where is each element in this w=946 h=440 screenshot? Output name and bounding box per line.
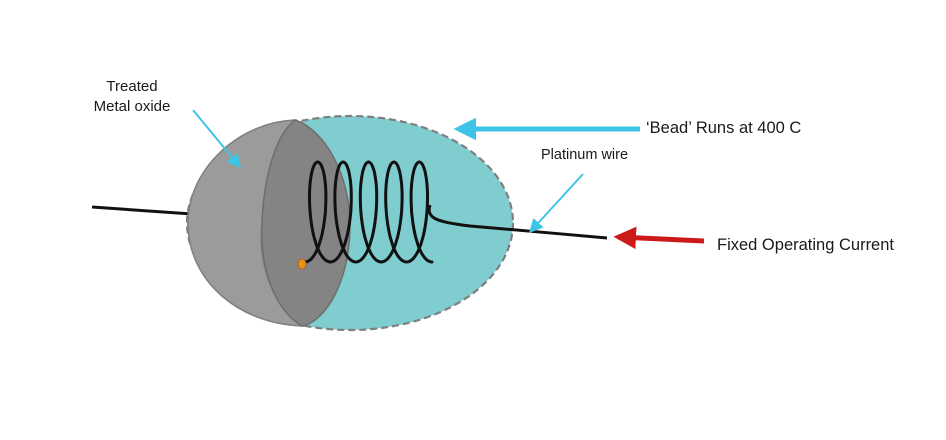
metal-oxide-cut-face — [261, 119, 351, 327]
platinum-coil — [303, 160, 434, 264]
platinum-pointer-arrow — [529, 173, 584, 234]
current-arrow — [613, 226, 705, 250]
right-lead-wire — [427, 204, 608, 240]
platinum-wire-label: Platinum wire — [541, 147, 629, 163]
contact-dot — [297, 258, 307, 270]
left-lead-wire — [91, 205, 193, 216]
bead-temperature-label: ‘Bead’ Runs at 400 C — [646, 119, 802, 137]
operating-current-label: Fixed Operating Current — [717, 236, 894, 254]
treated-label-line1: Treated — [106, 78, 158, 95]
treated-metal-oxide-label: Treated Metal oxide — [72, 77, 192, 117]
treated-label-line2: Metal oxide — [93, 98, 171, 115]
oxide-pointer-arrow — [192, 109, 241, 169]
